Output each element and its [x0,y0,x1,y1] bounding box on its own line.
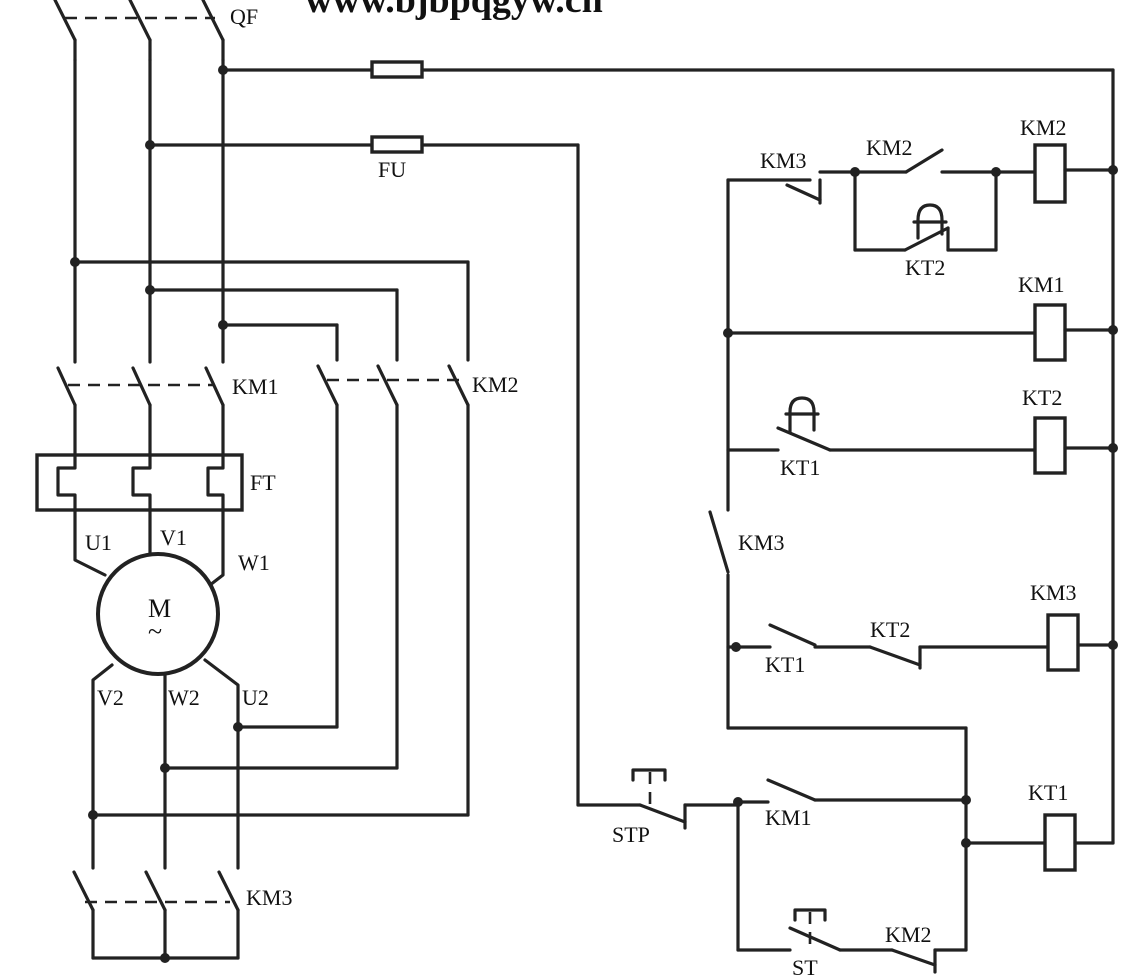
fuse-fu [370,135,424,154]
power-circuit: QF FU [35,0,1115,963]
label-c-km1-hold: KM1 [765,805,811,830]
label-c-km2-top: KM2 [866,135,912,160]
coil-kt2 [1033,416,1067,475]
label-motor-ac: ~ [148,617,162,646]
label-u2: U2 [242,685,269,710]
label-c-kt1-time: KT1 [780,455,820,480]
km3-hold-contact [708,510,730,574]
label-w2: W2 [168,685,200,710]
label-u1: U1 [85,530,112,555]
fuse-top [370,60,424,79]
label-c-kt2-nc: KT2 [870,617,910,642]
label-c-coil-km3: KM3 [1030,580,1076,605]
label-km2-main: KM2 [472,372,518,397]
label-c-st: ST [792,955,818,979]
label-c-coil-km1: KM1 [1018,272,1064,297]
label-qf: QF [230,4,258,29]
label-v2: V2 [97,685,124,710]
coil-km3 [1046,613,1080,672]
label-ft: FT [250,470,276,495]
label-km1-main: KM1 [232,374,278,399]
coil-kt1 [1043,813,1077,872]
label-c-kt2-time: KT2 [905,255,945,280]
label-fu: FU [378,157,406,182]
control-circuit: KM3 KM2 KT2 KM2 KM1 KT1 [576,68,1118,979]
km3-star-contacts [72,870,240,963]
label-c-coil-kt1: KT1 [1028,780,1068,805]
motor-m: M ~ [96,552,220,676]
coil-km1 [1033,303,1067,362]
watermark-text: www.bjbpqgyw.cn [305,0,603,21]
label-c-coil-kt2: KT2 [1022,385,1062,410]
ft-thermal-relay [35,453,244,512]
label-c-km3-top: KM3 [760,148,806,173]
coil-km2 [1033,143,1067,204]
label-c-stp: STP [612,822,650,847]
km1-main-contacts [56,366,225,457]
qf-breaker [53,0,225,62]
label-v1: V1 [160,525,187,550]
km2-main-contacts [316,364,470,817]
label-c-km2-bottom: KM2 [885,922,931,947]
label-motor: M [148,594,171,623]
label-c-km3-hold: KM3 [738,530,784,555]
label-w1: W1 [238,550,270,575]
label-c-coil-km2: KM2 [1020,115,1066,140]
label-c-kt1-no: KT1 [765,652,805,677]
label-km3-main: KM3 [246,885,292,910]
